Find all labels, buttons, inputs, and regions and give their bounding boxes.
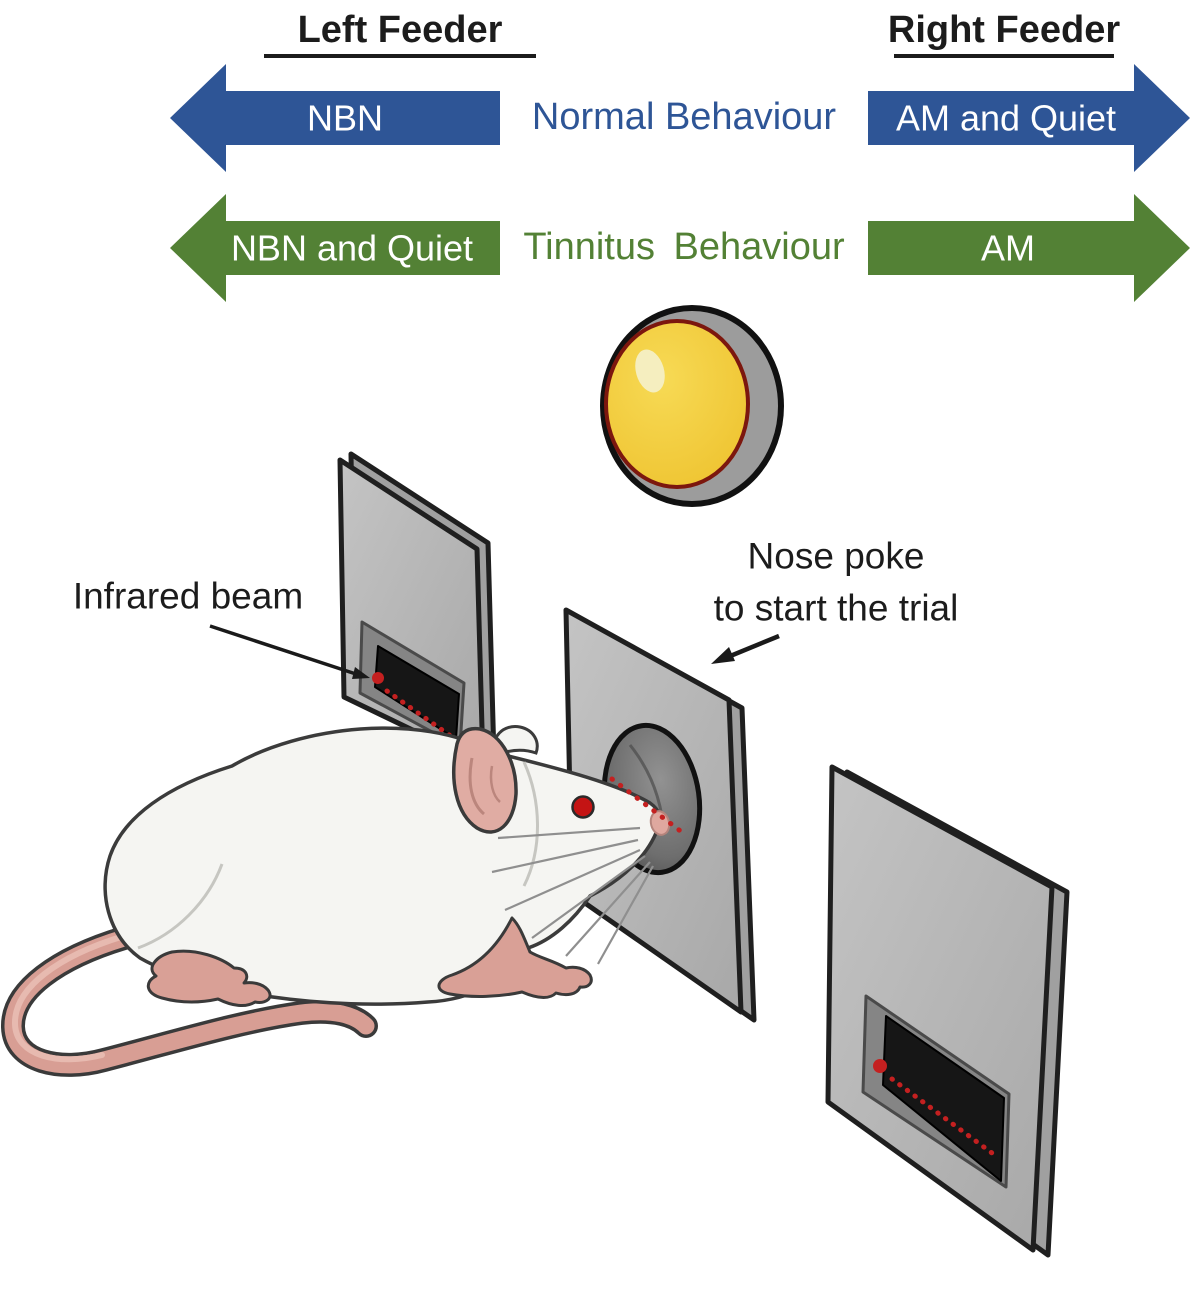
mouse-illustration bbox=[1, 725, 690, 1077]
left-panel-ir-dots bbox=[384, 688, 455, 740]
normal-right-arrow-label: AM and Quiet bbox=[896, 98, 1116, 139]
mouse-ear-fold-inner bbox=[489, 765, 501, 803]
infrared-beam-annotation: Infrared beam bbox=[73, 576, 370, 679]
right-feeder-header: Right Feeder bbox=[888, 9, 1120, 51]
mouse-hip-crease bbox=[137, 863, 224, 950]
tinnitus-right-arrow-label: AM bbox=[981, 228, 1035, 269]
lamp-highlight bbox=[635, 349, 665, 393]
tinnitus-left-arrow bbox=[170, 194, 500, 302]
mouse-tail-highlight bbox=[11, 933, 127, 1063]
infrared-pointer-line bbox=[209, 624, 363, 678]
right-panel-face bbox=[825, 764, 1055, 1253]
tinnitus-behaviour-label: Tinnitus Behaviour bbox=[523, 226, 845, 268]
left-feeder-panel bbox=[337, 451, 497, 767]
mouse-eye bbox=[571, 795, 595, 819]
mouse-ear-fold bbox=[468, 757, 486, 816]
infrared-pointer-arrowhead-icon bbox=[352, 667, 370, 679]
lamp-lens bbox=[604, 319, 750, 489]
normal-behaviour-row: NBN Normal Behaviour AM and Quiet bbox=[170, 64, 1190, 172]
nose-poke-arrowhead-icon bbox=[711, 647, 735, 664]
left-panel-ir-led bbox=[372, 672, 384, 684]
tinnitus-left-arrow-label: NBN and Quiet bbox=[231, 228, 473, 269]
right-panel-ir-dots bbox=[889, 1076, 999, 1159]
normal-behaviour-label: Normal Behaviour bbox=[532, 96, 836, 138]
nose-poke-label-line1: Nose poke bbox=[748, 536, 925, 577]
right-panel-ir-led bbox=[873, 1059, 887, 1073]
mouse-ear bbox=[452, 726, 518, 834]
tinnitus-behaviour-row: NBN and Quiet Tinnitus Behaviour AM bbox=[170, 194, 1190, 302]
infrared-beam-label: Infrared beam bbox=[73, 576, 303, 617]
mouse-whiskers bbox=[491, 826, 654, 965]
mouse-hind-foot bbox=[146, 949, 272, 1008]
mouse-front-paw bbox=[437, 916, 593, 999]
tinnitus-right-arrow bbox=[868, 194, 1190, 302]
normal-left-arrow-label: NBN bbox=[307, 98, 383, 139]
normal-left-arrow bbox=[170, 64, 500, 172]
nose-poke-label-line2: to start the trial bbox=[714, 588, 959, 629]
left-feeder-header: Left Feeder bbox=[298, 9, 503, 51]
feeder-header-row: Left Feeder Right Feeder bbox=[264, 9, 1120, 58]
normal-right-arrow bbox=[868, 64, 1190, 172]
signal-lamp bbox=[600, 305, 784, 507]
right-feeder-panel bbox=[825, 764, 1070, 1258]
nose-poke-annotation: Nose poke to start the trial bbox=[711, 536, 959, 664]
mouse-neck-crease bbox=[522, 761, 539, 887]
